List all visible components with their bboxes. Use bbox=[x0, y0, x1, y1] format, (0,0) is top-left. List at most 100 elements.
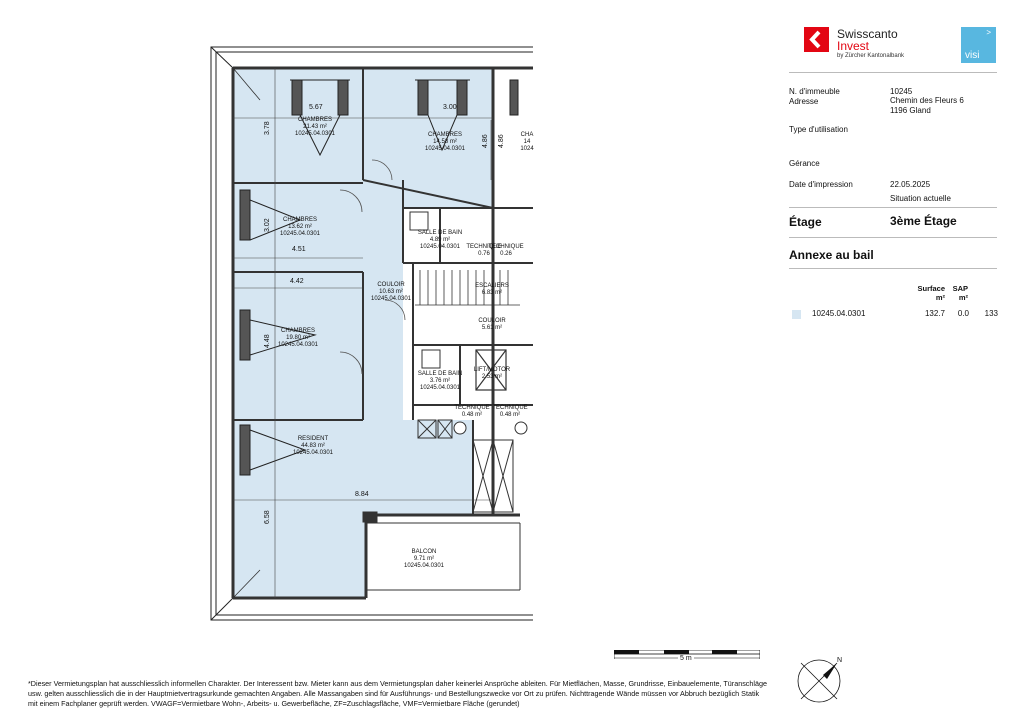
room-label: SALLE DE BAIN 4.89 m² 10245.04.0301 bbox=[418, 230, 462, 251]
room-ref: 10245.04.0301 bbox=[403, 563, 445, 569]
dimension-label: 3.00 bbox=[443, 104, 457, 111]
room-label: CHAMBRES 19.80 m² 10245.04.0301 bbox=[278, 328, 318, 349]
room-name: ESCALIERS bbox=[475, 283, 509, 289]
annex-title: Annexe au bail bbox=[789, 248, 874, 262]
print-date-value: 22.05.2025 bbox=[890, 180, 931, 189]
room-name: TECHNIQUE bbox=[466, 244, 502, 250]
row-color-swatch bbox=[792, 310, 801, 319]
room-name: COULOIR bbox=[478, 318, 506, 324]
room-ref: 10245.04.0301 bbox=[424, 146, 466, 152]
dimension-label: 4.48 bbox=[264, 334, 271, 348]
room-label: TECHNIQUE 0.26 bbox=[488, 244, 523, 258]
room-area: 0.48 m² bbox=[461, 412, 483, 418]
svg-text:N: N bbox=[837, 657, 842, 664]
room-ref: 10245.04.0301 bbox=[419, 244, 461, 250]
disclaimer-text: *Dieser Vermietungsplan hat ausschliessl… bbox=[28, 679, 767, 708]
brand-sub: by Zürcher Kantonalbank bbox=[837, 53, 905, 59]
north-arrow-icon: N bbox=[795, 655, 845, 705]
dimension-label: 6.58 bbox=[264, 510, 271, 524]
room-label: ESCALIERS 6.83 m² bbox=[475, 283, 509, 297]
dimension-label: 4.86 bbox=[498, 134, 505, 148]
room-label: RESIDENT 44.83 m² 10245.04.0301 bbox=[293, 436, 333, 457]
visi-label: visi bbox=[965, 50, 980, 61]
dimension-label: 4.86 bbox=[482, 134, 489, 148]
room-label: COULOIR 5.61 m² bbox=[478, 318, 505, 332]
room-area: 0.26 bbox=[500, 251, 512, 257]
annex-divider bbox=[789, 268, 997, 269]
room-label: CHAMBRES 14.58 m² 10245.04.0301 bbox=[425, 132, 465, 153]
scale-bar: 5 m bbox=[614, 650, 760, 670]
address-line1: Chemin des Fleurs 6 bbox=[890, 96, 964, 105]
row-extra: 133 bbox=[984, 309, 998, 318]
print-date-label: Date d'impression bbox=[789, 180, 853, 189]
room-area: 21.43 m² bbox=[303, 124, 327, 130]
room-name: RESIDENT bbox=[297, 436, 329, 442]
room-name: CHAMBRES bbox=[297, 117, 333, 123]
address-label: Adresse bbox=[789, 97, 819, 106]
dimension-label: 3.78 bbox=[264, 121, 271, 135]
row-sap: 0.0 bbox=[957, 309, 969, 318]
room-label: TECHNIQUE 0.76 bbox=[466, 244, 501, 258]
visi-logo: > visi bbox=[961, 27, 996, 63]
col-surface-header: Surface m² bbox=[905, 284, 945, 302]
room-area: 3.76 m² bbox=[429, 378, 451, 384]
room-area: 19.80 m² bbox=[286, 335, 310, 341]
dimension-label: 5.67 bbox=[309, 104, 323, 111]
management-label: Gérance bbox=[789, 159, 820, 168]
room-name: BALCON bbox=[411, 549, 437, 555]
room-area: 10.63 m² bbox=[379, 289, 403, 295]
floor-label: Étage bbox=[789, 215, 822, 229]
room-area: 0.48 m² bbox=[499, 412, 521, 418]
floor-divider-top bbox=[789, 207, 997, 208]
room-ref: 10245.04.0301 bbox=[279, 231, 321, 237]
brand-line2: Invest bbox=[837, 39, 870, 53]
usage-label: Type d'utilisation bbox=[789, 125, 848, 134]
room-area: 6.83 m² bbox=[481, 290, 503, 296]
room-label: TECHNIQUE 0.48 m² bbox=[492, 405, 527, 419]
address-line2: 1196 Gland bbox=[890, 106, 931, 115]
col-sap-unit: m² bbox=[958, 293, 968, 302]
col-sap-header: SAP m² bbox=[948, 284, 968, 302]
room-label: CHAMBRES 21.43 m² 10245.04.0301 bbox=[295, 117, 335, 138]
room-name: CHA bbox=[520, 132, 534, 138]
swisscanto-mark-icon bbox=[804, 27, 829, 52]
room-name: TECHNIQUE bbox=[454, 405, 490, 411]
header-divider bbox=[789, 72, 997, 73]
dimension-label: 3.02 bbox=[264, 218, 271, 232]
room-ref: 10245.04.0301 bbox=[292, 450, 334, 456]
table-row: 10245.04.0301 132.7 0.0 133 bbox=[792, 309, 998, 321]
floor-plan: CHAMBRES 21.43 m² 10245.04.0301 CHAMBRES… bbox=[0, 0, 560, 660]
col-surface-label: Surface bbox=[917, 284, 945, 293]
room-area: 4.89 m² bbox=[429, 237, 451, 243]
room-name: SALLE DE BAIN bbox=[417, 230, 463, 236]
room-label: SALLE DE BAIN 3.76 m² 10245.04.0301 bbox=[418, 371, 462, 392]
room-name: CHAMBRES bbox=[282, 217, 318, 223]
room-name: COULOIR bbox=[377, 282, 405, 288]
room-label: LIFT/MOTOR 2.53 m² bbox=[474, 367, 510, 381]
room-ref: 10245.04.0301 bbox=[277, 342, 319, 348]
room-area: 9.71 m² bbox=[413, 556, 435, 562]
room-name: TECHNIQUE bbox=[488, 244, 524, 250]
room-label: CHAMBRES 13.62 m² 10245.04.0301 bbox=[280, 217, 320, 238]
room-area: 2.53 m² bbox=[481, 374, 503, 380]
room-name: TECHNIQUE bbox=[492, 405, 528, 411]
brand-line1: Swisscanto bbox=[837, 27, 898, 41]
row-surface: 132.7 bbox=[924, 309, 945, 318]
floor-divider-bottom bbox=[789, 237, 997, 238]
room-label: COULOIR 10.63 m² 10245.04.0301 bbox=[371, 282, 411, 303]
room-area: 14 bbox=[523, 139, 531, 145]
col-surface-unit: m² bbox=[935, 293, 945, 302]
room-ref: 1024 bbox=[520, 146, 534, 152]
col-sap-label: SAP bbox=[952, 284, 968, 293]
brand-logo: Swisscanto Invest by Zürcher Kantonalban… bbox=[804, 27, 944, 63]
dimension-label: 4.51 bbox=[292, 246, 306, 253]
room-name: LIFT/MOTOR bbox=[473, 367, 511, 373]
dimension-label: 4.42 bbox=[290, 278, 304, 285]
room-name: CHAMBRES bbox=[280, 328, 316, 334]
room-ref: 10245.04.0301 bbox=[294, 131, 336, 137]
room-ref: 10245.04.0301 bbox=[370, 296, 412, 302]
room-area: 14.58 m² bbox=[433, 139, 457, 145]
room-name: CHAMBRES bbox=[427, 132, 463, 138]
floor-value: 3ème Étage bbox=[890, 214, 957, 228]
scale-label: 5 m bbox=[678, 655, 694, 662]
